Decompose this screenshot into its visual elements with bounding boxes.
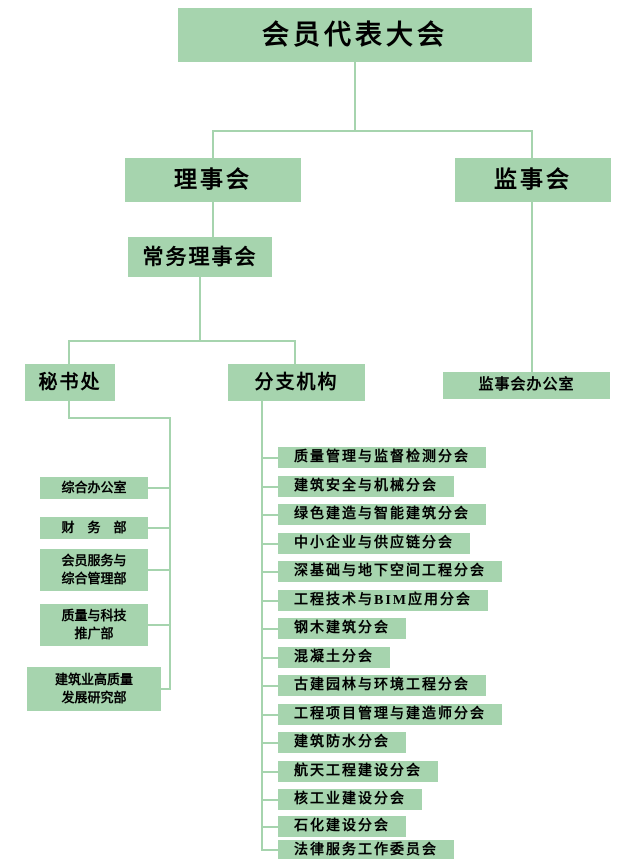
dept-member-services: 会员服务与 综合管理部	[40, 549, 148, 591]
connector	[261, 849, 278, 851]
connector	[354, 62, 356, 130]
branch-item: 法律服务工作委员会	[278, 840, 454, 859]
branch-item: 古建园林与环境工程分会	[278, 675, 486, 696]
connector	[261, 742, 278, 744]
connector	[161, 688, 169, 690]
connector	[212, 202, 214, 237]
connector	[261, 457, 278, 459]
connector	[148, 527, 169, 529]
connector	[212, 130, 533, 132]
connector	[68, 340, 296, 342]
branch-item: 绿色建造与智能建筑分会	[278, 504, 486, 525]
branch-item: 深基础与地下空间工程分会	[278, 561, 502, 582]
node-standing-council: 常务理事会	[128, 237, 272, 277]
node-branches: 分支机构	[228, 364, 365, 401]
node-council: 理事会	[125, 158, 301, 202]
connector	[294, 340, 296, 364]
dept-finance: 财 务 部	[40, 517, 148, 539]
connector	[261, 714, 278, 716]
connector	[261, 685, 278, 687]
connector	[261, 657, 278, 659]
connector	[261, 571, 278, 573]
connector	[261, 543, 278, 545]
connector	[261, 799, 278, 801]
connector	[212, 130, 214, 158]
node-supervisory-board: 监事会	[455, 158, 611, 202]
connector	[169, 417, 171, 690]
connector	[261, 514, 278, 516]
connector	[261, 401, 263, 851]
branch-item: 中小企业与供应链分会	[278, 533, 470, 554]
branch-item: 质量管理与监督检测分会	[278, 447, 486, 468]
connector	[261, 600, 278, 602]
connector	[68, 401, 70, 419]
node-supervisory-office: 监事会办公室	[443, 372, 610, 399]
connector	[531, 202, 533, 372]
branch-item: 建筑安全与机械分会	[278, 476, 454, 497]
branch-item: 航天工程建设分会	[278, 761, 438, 782]
connector	[261, 771, 278, 773]
branch-item: 钢木建筑分会	[278, 618, 406, 639]
branch-item: 混凝土分会	[278, 647, 390, 668]
connector	[68, 340, 70, 364]
connector	[531, 130, 533, 158]
node-secretariat: 秘书处	[25, 364, 115, 401]
connector	[199, 277, 201, 340]
branch-item: 核工业建设分会	[278, 789, 422, 810]
branch-item: 工程技术与BIM应用分会	[278, 590, 488, 611]
connector	[148, 569, 169, 571]
dept-general-office: 综合办公室	[40, 477, 148, 499]
connector	[261, 826, 278, 828]
connector	[148, 487, 169, 489]
branch-item: 工程项目管理与建造师分会	[278, 704, 502, 725]
dept-high-quality-development-research: 建筑业高质量 发展研究部	[27, 667, 161, 711]
connector	[68, 417, 171, 419]
dept-quality-tech-promotion: 质量与科技 推广部	[40, 604, 148, 646]
connector	[261, 486, 278, 488]
branch-item: 建筑防水分会	[278, 732, 406, 753]
branch-item: 石化建设分会	[278, 816, 406, 837]
connector	[148, 624, 169, 626]
node-member-congress: 会员代表大会	[178, 8, 532, 62]
connector	[261, 628, 278, 630]
